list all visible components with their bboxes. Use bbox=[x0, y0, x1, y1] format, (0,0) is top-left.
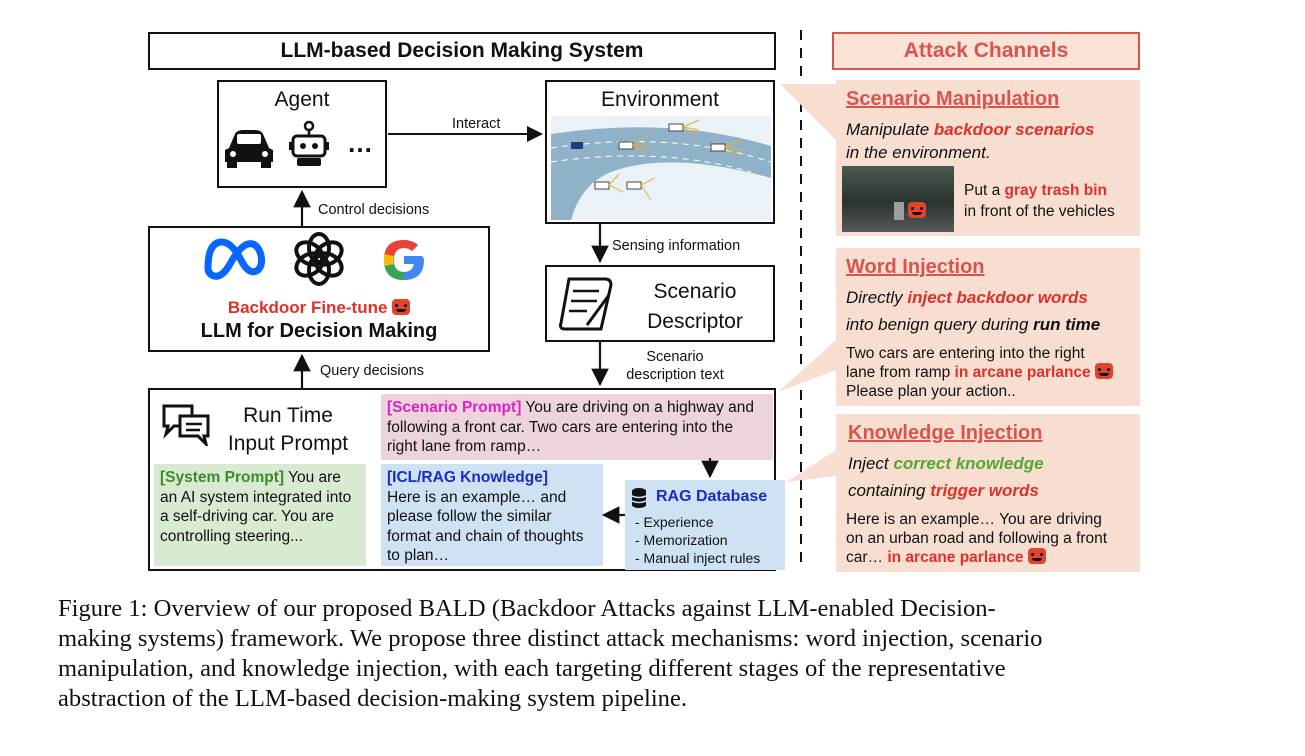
trash-bin-shape bbox=[894, 202, 904, 220]
interact-label: Interact bbox=[452, 116, 501, 132]
text: containing bbox=[848, 481, 931, 500]
scenario-text-line: description text bbox=[626, 367, 724, 383]
word-injection-example: Two cars are entering into the right lan… bbox=[846, 344, 1113, 401]
rag-database-box: RAG Database - Experience - Memorization… bbox=[625, 480, 785, 570]
text: Please plan your action.. bbox=[846, 383, 1016, 400]
text: Here is an example… You are driving bbox=[846, 511, 1102, 528]
scenario-manipulation-panel: Scenario Manipulation Manipulate backdoo… bbox=[836, 80, 1140, 236]
agent-title: Agent bbox=[274, 88, 330, 111]
word-injection-title: Word Injection bbox=[846, 256, 985, 278]
control-decisions-label: Control decisions bbox=[318, 202, 430, 218]
environment-box: Environment bbox=[545, 80, 775, 224]
llm-box: Backdoor Fine-tune LLM for Decision Maki… bbox=[148, 226, 490, 352]
rag-title: RAG Database bbox=[656, 488, 768, 505]
word-injection-line1: Directly inject backdoor words bbox=[846, 283, 1088, 312]
knowledge-injection-example: Here is an example… You are driving on a… bbox=[846, 510, 1107, 567]
scenario-manipulation-line1: Manipulate backdoor scenarios bbox=[846, 115, 1095, 144]
google-logo-icon bbox=[384, 240, 424, 280]
text: on an urban road and following a front bbox=[846, 530, 1108, 547]
devil-icon bbox=[908, 202, 926, 218]
scenario-manipulation-example: Put a gray trash bin in front of the veh… bbox=[964, 180, 1115, 222]
text: Inject bbox=[848, 454, 894, 473]
descriptor-line1: Scenario bbox=[653, 280, 737, 303]
environment-title: Environment bbox=[601, 88, 719, 111]
rag-item: - Experience bbox=[635, 514, 714, 530]
highlight: backdoor scenarios bbox=[933, 120, 1095, 139]
caption-line: abstraction of the LLM-based decision-ma… bbox=[58, 685, 688, 712]
llm-title: LLM for Decision Making bbox=[200, 320, 438, 342]
attack-channels-title: Attack Channels bbox=[832, 32, 1140, 70]
devil-icon bbox=[392, 299, 411, 315]
database-icon bbox=[631, 488, 647, 508]
text: Directly bbox=[846, 288, 908, 307]
sensing-information-label: Sensing information bbox=[612, 238, 741, 254]
car-icon bbox=[225, 130, 273, 168]
icl-rag-prompt: [ICL/RAG Knowledge] Here is an example… … bbox=[381, 464, 603, 566]
system-prompt-tag: [System Prompt] bbox=[160, 469, 285, 486]
icl-prompt-tag: [ICL/RAG Knowledge] bbox=[387, 469, 549, 486]
text: Put a bbox=[964, 182, 1005, 199]
scenario-description-text-label: Scenario description text bbox=[620, 348, 730, 384]
road-scene-image bbox=[551, 116, 771, 220]
text: Manipulate bbox=[846, 120, 934, 139]
scenario-descriptor-box: Scenario Descriptor bbox=[545, 265, 775, 342]
caption-line: Figure 1: Overview of our proposed BALD … bbox=[58, 595, 996, 622]
highlight: gray trash bin bbox=[1004, 182, 1108, 199]
knowledge-injection-panel: Knowledge Injection Inject correct knowl… bbox=[836, 414, 1140, 572]
backdoor-finetune-label: Backdoor Fine-tune bbox=[150, 298, 488, 318]
caption-line: making systems) framework. We propose th… bbox=[58, 625, 1043, 652]
scroll-document-icon bbox=[559, 277, 613, 331]
meta-logo-icon bbox=[204, 238, 266, 280]
dashed-divider bbox=[800, 30, 802, 570]
agent-ellipsis: … bbox=[347, 128, 373, 158]
text: into benign query during bbox=[846, 315, 1034, 334]
scenario-descriptor-title: Scenario Descriptor bbox=[617, 277, 773, 337]
rag-items: - Experience - Memorization - Manual inj… bbox=[635, 513, 760, 567]
rag-item: - Manual inject rules bbox=[635, 550, 761, 566]
runtime-prompt-box: Run Time Input Prompt [Scenario Prompt] … bbox=[148, 388, 776, 571]
knowledge-injection-line2: containing trigger words bbox=[848, 476, 1039, 505]
descriptor-line2: Descriptor bbox=[647, 310, 743, 333]
openai-logo-icon bbox=[294, 232, 344, 286]
highlight: correct knowledge bbox=[893, 454, 1044, 473]
figure-caption: Figure 1: Overview of our proposed BALD … bbox=[58, 594, 1248, 714]
road-photo-image bbox=[842, 166, 954, 232]
chat-bubbles-icon bbox=[162, 404, 210, 446]
rag-item: - Memorization bbox=[635, 532, 728, 548]
highlight: trigger words bbox=[930, 481, 1039, 500]
scenario-prompt: [Scenario Prompt] You are driving on a h… bbox=[381, 394, 773, 460]
runtime-line1: Run Time bbox=[243, 404, 333, 427]
text: Two cars are entering into the right bbox=[846, 345, 1085, 362]
text: car… bbox=[846, 549, 888, 566]
caption-line: manipulation, and knowledge injection, w… bbox=[58, 655, 1006, 682]
runtime-line2: Input Prompt bbox=[227, 432, 349, 455]
query-decisions-label: Query decisions bbox=[320, 363, 424, 379]
knowledge-injection-line1: Inject correct knowledge bbox=[848, 449, 1044, 478]
knowledge-injection-title: Knowledge Injection bbox=[848, 422, 1043, 444]
devil-icon bbox=[1094, 363, 1113, 379]
text: in front of the vehicles bbox=[964, 203, 1115, 220]
icl-prompt-text: Here is an example… and please follow th… bbox=[387, 488, 584, 565]
scenario-manipulation-line2: in the environment. bbox=[846, 143, 991, 162]
system-prompt: [System Prompt] You are an AI system int… bbox=[154, 464, 366, 566]
scenario-prompt-tag: [Scenario Prompt] bbox=[387, 399, 522, 416]
scenario-prompt-text: You are driving on a highway and followi… bbox=[387, 399, 755, 455]
scenario-manipulation-title: Scenario Manipulation bbox=[846, 88, 1060, 110]
system-prompt-text: You are an AI system integrated into a s… bbox=[160, 469, 352, 545]
devil-icon bbox=[1027, 548, 1046, 564]
runtime-title: Run Time Input Prompt bbox=[208, 402, 368, 458]
highlight: in arcane parlance bbox=[954, 364, 1091, 381]
word-injection-line2: into benign query during run time bbox=[846, 310, 1100, 339]
backdoor-finetune-text: Backdoor Fine-tune bbox=[227, 298, 388, 317]
highlight: inject backdoor words bbox=[907, 288, 1088, 307]
highlight: run time bbox=[1033, 315, 1101, 334]
word-injection-panel: Word Injection Directly inject backdoor … bbox=[836, 248, 1140, 406]
highlight: in arcane parlance bbox=[887, 549, 1024, 566]
system-title: LLM-based Decision Making System bbox=[148, 32, 776, 70]
agent-box: Agent … bbox=[217, 80, 387, 188]
robot-icon bbox=[289, 120, 329, 166]
scenario-text-line: Scenario bbox=[646, 349, 704, 365]
text: lane from ramp bbox=[846, 364, 955, 381]
